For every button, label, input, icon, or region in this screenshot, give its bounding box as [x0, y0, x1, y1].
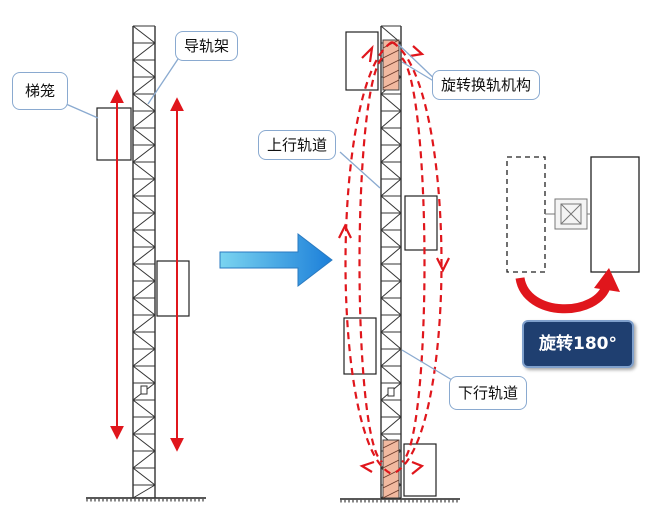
- mast-brace: [380, 127, 402, 146]
- rotation-mechanism-inner: [560, 203, 582, 225]
- rotation-segment-top-hatch: [382, 39, 400, 89]
- mast-brace: [132, 416, 156, 435]
- track-loops: [344, 41, 443, 476]
- mast-brace: [380, 178, 402, 197]
- mast-brace: [132, 195, 156, 214]
- mast-brace: [132, 263, 156, 282]
- mast-brace: [132, 178, 156, 197]
- mast-brace: [380, 195, 402, 214]
- mast-brace: [132, 59, 156, 78]
- cage-label: 梯笼: [12, 72, 69, 110]
- mast-brace: [132, 433, 156, 452]
- cage-bottom-right: [403, 443, 437, 497]
- loop-arrowheads: [338, 44, 450, 475]
- mast-brace: [380, 144, 402, 163]
- mast-brace: [132, 331, 156, 350]
- outer-loop-right: [391, 41, 443, 476]
- mast-brace: [380, 348, 402, 367]
- rotate-180-label: 旋转180°: [522, 320, 634, 368]
- mast-brace: [132, 76, 156, 95]
- mast-brace: [132, 229, 156, 248]
- mast-brace: [380, 365, 402, 384]
- mast-brace: [132, 212, 156, 231]
- mast-brace: [132, 365, 156, 384]
- rotation-mechanism-label: 旋转换轨机构: [432, 70, 541, 100]
- mast-brace: [380, 263, 402, 282]
- mast-brace: [132, 110, 156, 129]
- guide-frame-label: 导轨架: [175, 31, 239, 61]
- mast-brace: [380, 229, 402, 248]
- mast-brace: [380, 110, 402, 129]
- rotation-arrowhead: [594, 268, 620, 292]
- mast-brace: [132, 467, 156, 486]
- mast-brace: [380, 93, 402, 112]
- mast-brace: [132, 42, 156, 61]
- cage-before-rotation: [506, 156, 546, 273]
- mast-brace: [380, 416, 402, 435]
- mast-brace: [380, 212, 402, 231]
- guide-frame-mast: [132, 25, 156, 499]
- mast-joint: [140, 385, 148, 395]
- inner-loop-right: [401, 57, 426, 463]
- guide-frame-leader: [147, 55, 181, 105]
- outer-loop-left: [344, 41, 393, 476]
- rotation-arrow: [515, 276, 612, 314]
- inner-loop-left: [358, 57, 383, 463]
- mast-brace: [132, 297, 156, 316]
- rotation-inset: [506, 156, 640, 314]
- cage-lower: [156, 260, 190, 317]
- mast-brace: [132, 399, 156, 418]
- mast-brace: [132, 450, 156, 469]
- cage-after-rotation: [590, 156, 640, 273]
- mast-brace: [380, 297, 402, 316]
- down-track-leader: [401, 349, 453, 381]
- mast-brace: [132, 25, 156, 44]
- mast-joint: [387, 387, 395, 397]
- mast-brace: [380, 280, 402, 299]
- up-track-label: 上行轨道: [258, 130, 337, 160]
- right-diagram: [338, 25, 460, 503]
- mast-brace: [132, 280, 156, 299]
- cage-leader: [65, 103, 99, 119]
- mast-brace: [132, 161, 156, 180]
- up-track-leader: [339, 151, 381, 189]
- mast-brace: [380, 331, 402, 350]
- down-track-label: 下行轨道: [449, 376, 528, 410]
- transition-arrow: [219, 232, 333, 288]
- mast-brace: [132, 127, 156, 146]
- mast-brace: [132, 484, 156, 499]
- mast-brace: [380, 399, 402, 418]
- mast-brace: [380, 314, 402, 333]
- mast-brace: [380, 161, 402, 180]
- left-diagram: [65, 25, 206, 502]
- mast-brace: [132, 144, 156, 163]
- guide-frame-mast-right: [380, 25, 402, 499]
- cage-right-middle: [404, 195, 438, 251]
- mast-brace: [132, 348, 156, 367]
- mast-brace: [132, 314, 156, 333]
- mast-brace: [132, 246, 156, 265]
- cage-upper: [96, 107, 132, 161]
- mast-brace: [380, 246, 402, 265]
- mast-brace: [132, 93, 156, 112]
- rotation-segment-top: [382, 39, 400, 91]
- ground-right: [340, 498, 460, 503]
